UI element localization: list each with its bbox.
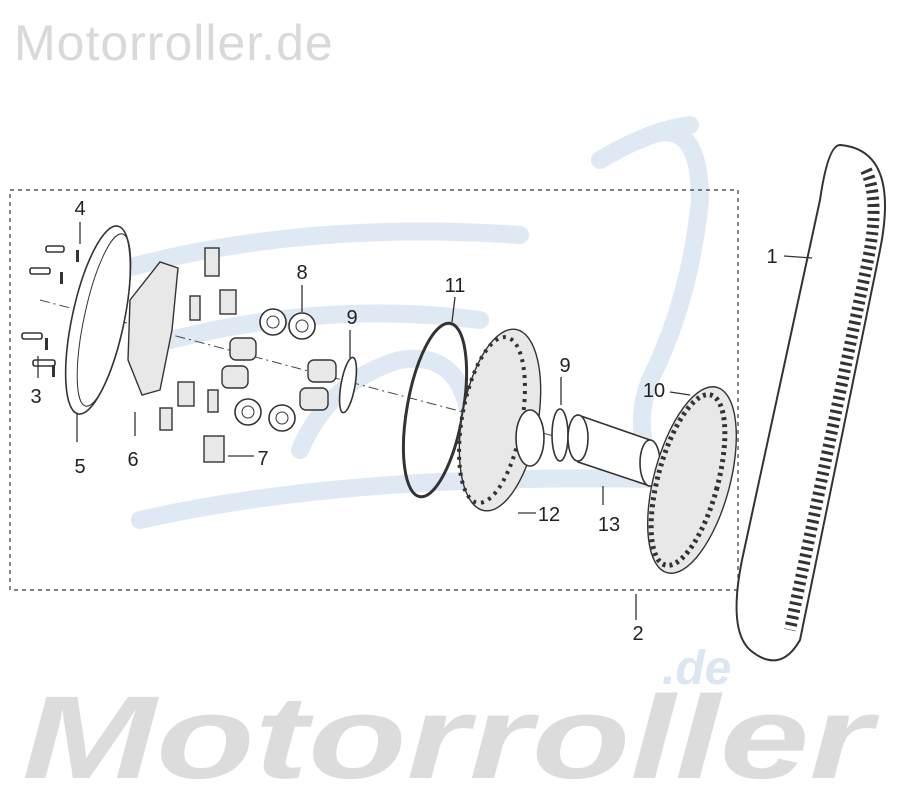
callout-10: 10: [643, 380, 665, 402]
leader-lines: [37, 222, 813, 620]
drive-belt: [735, 143, 886, 662]
callout-4: 4: [74, 198, 85, 220]
assembly-boundary: [9, 189, 739, 591]
callout-3: 3: [30, 386, 41, 408]
callout-9-right: 9: [559, 355, 570, 377]
callout-2: 2: [632, 623, 643, 645]
watermark-bottom-text: Motorroller: [22, 672, 880, 800]
callout-6: 6: [127, 449, 138, 471]
ramp-plate: [127, 261, 179, 396]
callout-1: 1: [766, 246, 777, 268]
callout-11: 11: [445, 275, 466, 297]
watermark-top-text: Motorroller.de: [14, 15, 334, 71]
callout-5: 5: [74, 456, 85, 478]
movable-drive-face: [457, 328, 545, 512]
callout-12: 12: [538, 504, 560, 526]
washer-right: [551, 408, 569, 462]
bolts: [21, 245, 79, 377]
washer-left: [338, 356, 358, 414]
callout-9-left: 9: [346, 307, 357, 329]
callout-8: 8: [296, 262, 307, 284]
drive-face-plate: [64, 225, 132, 415]
watermark-de-suffix: .de: [662, 642, 731, 695]
rollers: [221, 308, 337, 432]
callout-13: 13: [598, 514, 620, 536]
callout-7: 7: [257, 448, 268, 470]
logo-watermark: [111, 116, 710, 529]
fan-drive-face: [646, 386, 738, 574]
sliders: [159, 247, 237, 463]
